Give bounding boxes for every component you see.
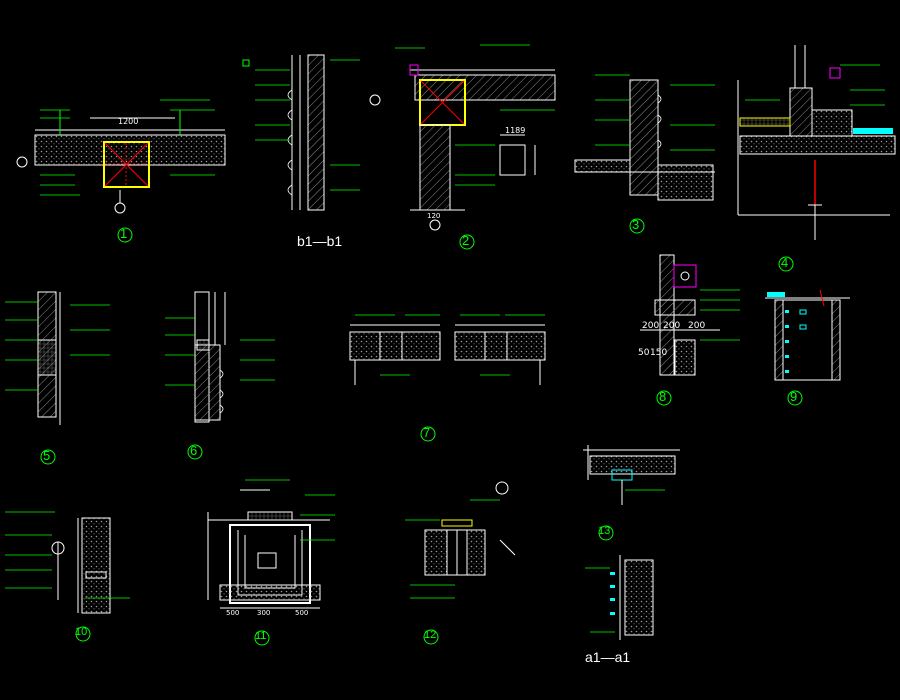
detail-6-number: 6 [190, 443, 198, 458]
section-mark-b1: b1—b1 [297, 233, 343, 249]
section-b1-drawing [242, 54, 360, 211]
d2-dim-a: 1189 [505, 126, 525, 135]
d1-dimension: 1200 [118, 117, 138, 126]
detail-13-drawing [583, 445, 680, 541]
d8-dim-a: 200 [642, 321, 659, 331]
detail-8-drawing: 200 200 200 50 150 [638, 254, 740, 406]
detail-7-drawing [349, 314, 546, 442]
d11-dim-a: 500 [226, 609, 239, 617]
detail-10-drawing [5, 511, 130, 642]
section-mark-a1: a1—a1 [585, 649, 631, 665]
detail-13-number: 13 [598, 525, 611, 537]
section-a1-drawing [585, 555, 654, 640]
detail-12-number: 12 [424, 629, 437, 641]
detail-3-drawing [574, 74, 715, 234]
detail-6-drawing [165, 291, 275, 460]
detail-9-number: 9 [790, 389, 798, 404]
detail-10-number: 10 [75, 626, 88, 638]
detail-1-number: 1 [120, 226, 128, 241]
d11-dim-b: 300 [257, 609, 270, 617]
d8-dim-b: 200 [663, 321, 680, 331]
d8-dim-c: 200 [688, 321, 705, 331]
d8-dim-e: 150 [650, 348, 667, 358]
detail-1-drawing: 1200 [16, 99, 226, 243]
detail-5-drawing [5, 291, 110, 465]
detail-9-drawing [765, 289, 850, 406]
detail-3-number: 3 [632, 217, 640, 232]
detail-11-drawing: 500 300 500 [207, 479, 335, 646]
detail-8-number: 8 [659, 389, 667, 404]
detail-7-number: 7 [423, 425, 431, 440]
detail-11-number: 11 [255, 630, 267, 642]
d8-dim-d: 50 [638, 348, 650, 358]
d2-dim-b: 120 [427, 212, 440, 220]
detail-2-drawing: 1189 120 [369, 44, 556, 250]
detail-4-drawing [737, 45, 896, 272]
detail-4-number: 4 [781, 255, 789, 270]
detail-5-number: 5 [43, 448, 51, 463]
detail-2-number: 2 [462, 233, 470, 248]
detail-12-drawing [405, 481, 516, 645]
d11-dim-c: 500 [295, 609, 308, 617]
